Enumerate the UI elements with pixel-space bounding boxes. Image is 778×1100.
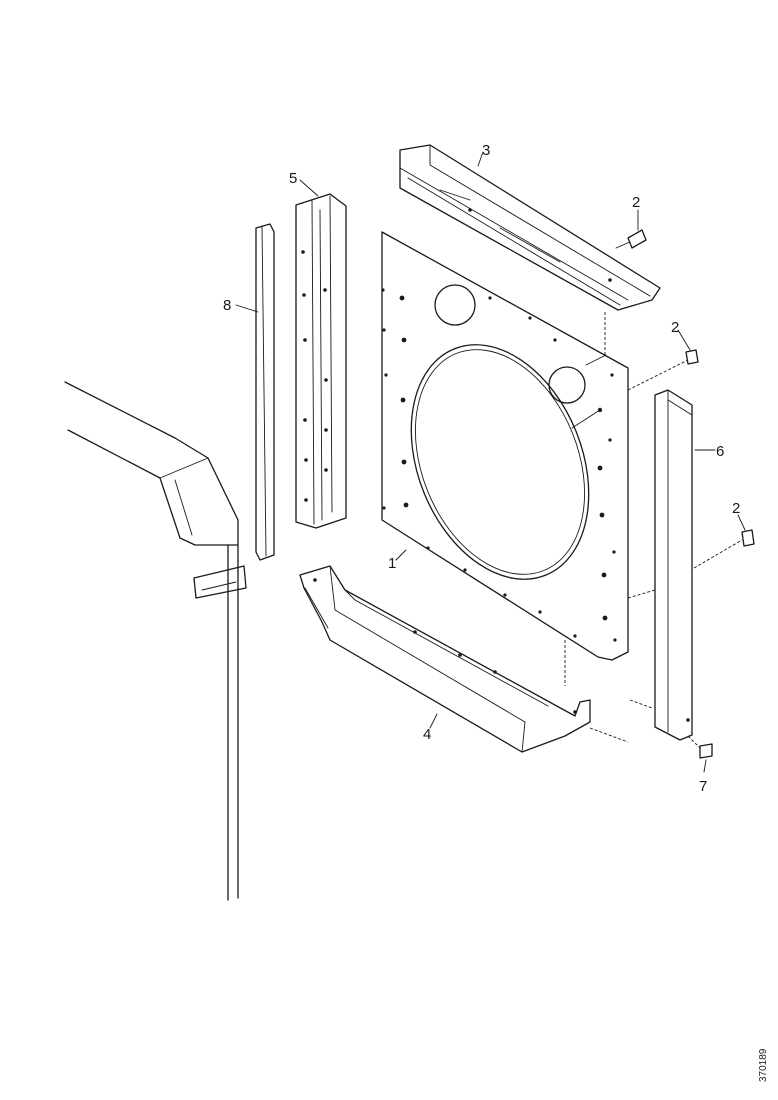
leader-2c [737,514,746,531]
part-4-bottom-channel [299,565,629,753]
callout-4: 4 [423,726,431,743]
part-2-bolt-top [615,229,647,249]
callout-6: 6 [716,443,724,460]
callout-2-right: 2 [732,500,740,517]
part-2-bolt-right [693,529,755,569]
callout-5: 5 [289,170,297,187]
part-6-box-channel [627,389,693,741]
part-1-main-plate [381,231,629,661]
callout-3: 3 [482,142,490,159]
part-2-bolt-middle [627,349,699,391]
leader-3 [477,151,484,167]
callout-2-top: 2 [632,194,640,211]
leader-2b [677,329,691,351]
leader-5 [299,179,319,197]
part-3-top-channel [399,144,661,355]
callout-1: 1 [388,555,396,572]
callout-7: 7 [699,778,707,795]
figure-id: 370189 [758,1048,769,1082]
callout-8: 8 [223,297,231,314]
leader-1 [395,549,407,561]
part-8-channel [255,223,275,561]
duct-shroud [64,381,247,901]
leader-4 [429,713,438,729]
callout-2-middle: 2 [671,319,679,336]
leader-8 [235,304,259,313]
part-5-side-channel [295,193,347,529]
leader-7 [703,759,707,773]
part-7-bolt [687,735,713,759]
